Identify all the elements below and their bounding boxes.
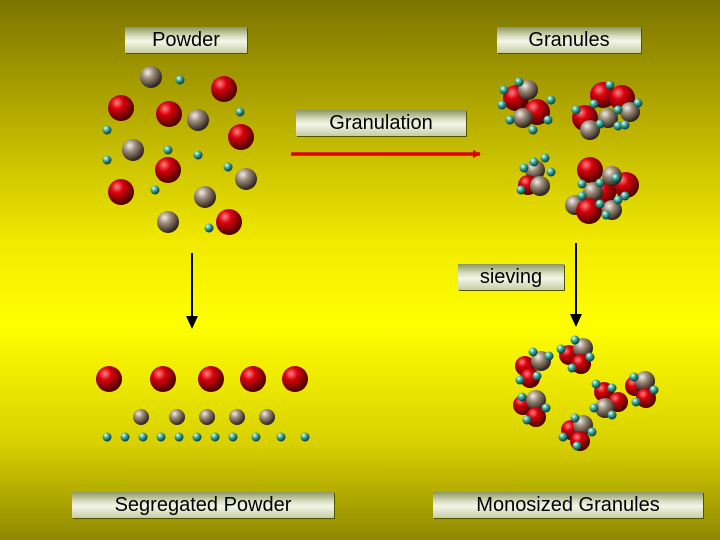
small-particle xyxy=(204,223,214,233)
large-particle xyxy=(155,157,181,183)
large-particle xyxy=(228,124,254,150)
large-particle xyxy=(216,209,242,235)
small-particle xyxy=(102,155,112,165)
small-particle xyxy=(223,162,233,172)
granules-label: Granules xyxy=(497,27,641,53)
segregated-powder xyxy=(96,366,310,442)
large-particle xyxy=(156,101,182,127)
granule xyxy=(589,379,628,420)
medium-particle xyxy=(187,109,209,131)
granule xyxy=(497,77,556,135)
medium-particle xyxy=(122,139,144,161)
large-particle xyxy=(108,179,134,205)
powder-mixture xyxy=(102,66,257,235)
granule xyxy=(571,80,643,140)
granule xyxy=(625,371,659,408)
small-particle xyxy=(102,125,112,135)
small-particle xyxy=(175,75,185,85)
monosized-granules xyxy=(513,335,659,451)
segregated-powder-label: Segregated Powder xyxy=(72,492,334,518)
medium-particle xyxy=(157,211,179,233)
medium-particle xyxy=(140,66,162,88)
granule xyxy=(556,335,595,374)
large-particle xyxy=(211,76,237,102)
granule xyxy=(565,157,639,224)
small-particle xyxy=(150,185,160,195)
small-particle xyxy=(193,150,203,160)
segregation-arrow-head xyxy=(186,316,198,329)
medium-particle xyxy=(235,168,257,190)
granule xyxy=(516,153,556,196)
granule xyxy=(515,347,554,388)
medium-particle-row xyxy=(133,409,275,425)
granule xyxy=(558,413,597,451)
small-particle xyxy=(235,107,245,117)
granule xyxy=(513,390,551,427)
powder-label: Powder xyxy=(125,27,247,53)
monosized-granules-label: Monosized Granules xyxy=(433,492,703,518)
granules-group xyxy=(497,77,643,224)
sieving-arrow-head xyxy=(570,314,582,327)
medium-particle xyxy=(194,186,216,208)
granulation-label: Granulation xyxy=(296,110,466,136)
small-particle-row xyxy=(102,432,310,442)
sieving-label: sieving xyxy=(458,264,564,290)
large-particle xyxy=(108,95,134,121)
small-particle xyxy=(163,145,173,155)
large-particle-row xyxy=(96,366,308,392)
